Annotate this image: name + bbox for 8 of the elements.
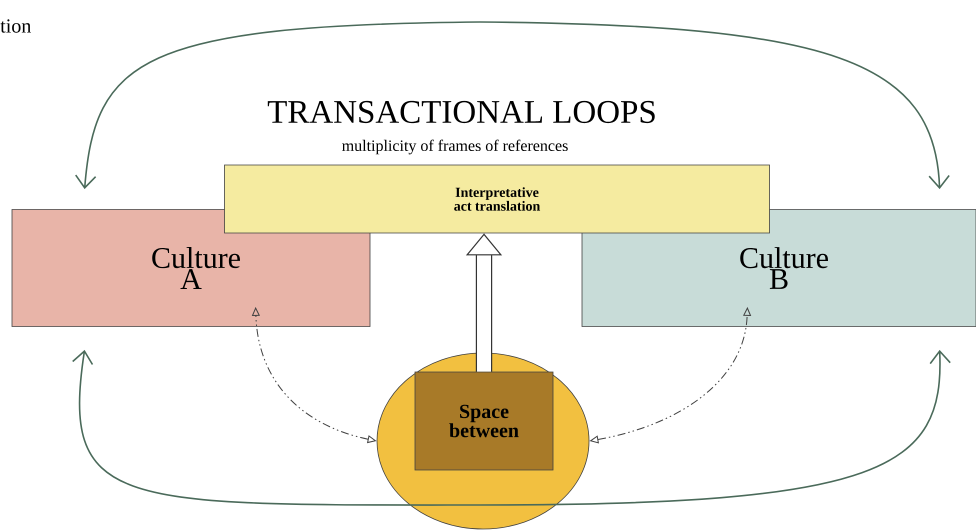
culture-box: Culture A: [12, 209, 370, 327]
space-box: Space between: [414, 372, 554, 470]
arrow: [75, 21, 950, 190]
arrow: [72, 350, 951, 506]
cut-text: tion: [0, 19, 32, 33]
culture-box: Culture B: [582, 209, 976, 327]
title: TRANSACTIONAL LOOPS: [268, 100, 655, 124]
interpretation-box: Interpretative act translation: [224, 164, 770, 234]
